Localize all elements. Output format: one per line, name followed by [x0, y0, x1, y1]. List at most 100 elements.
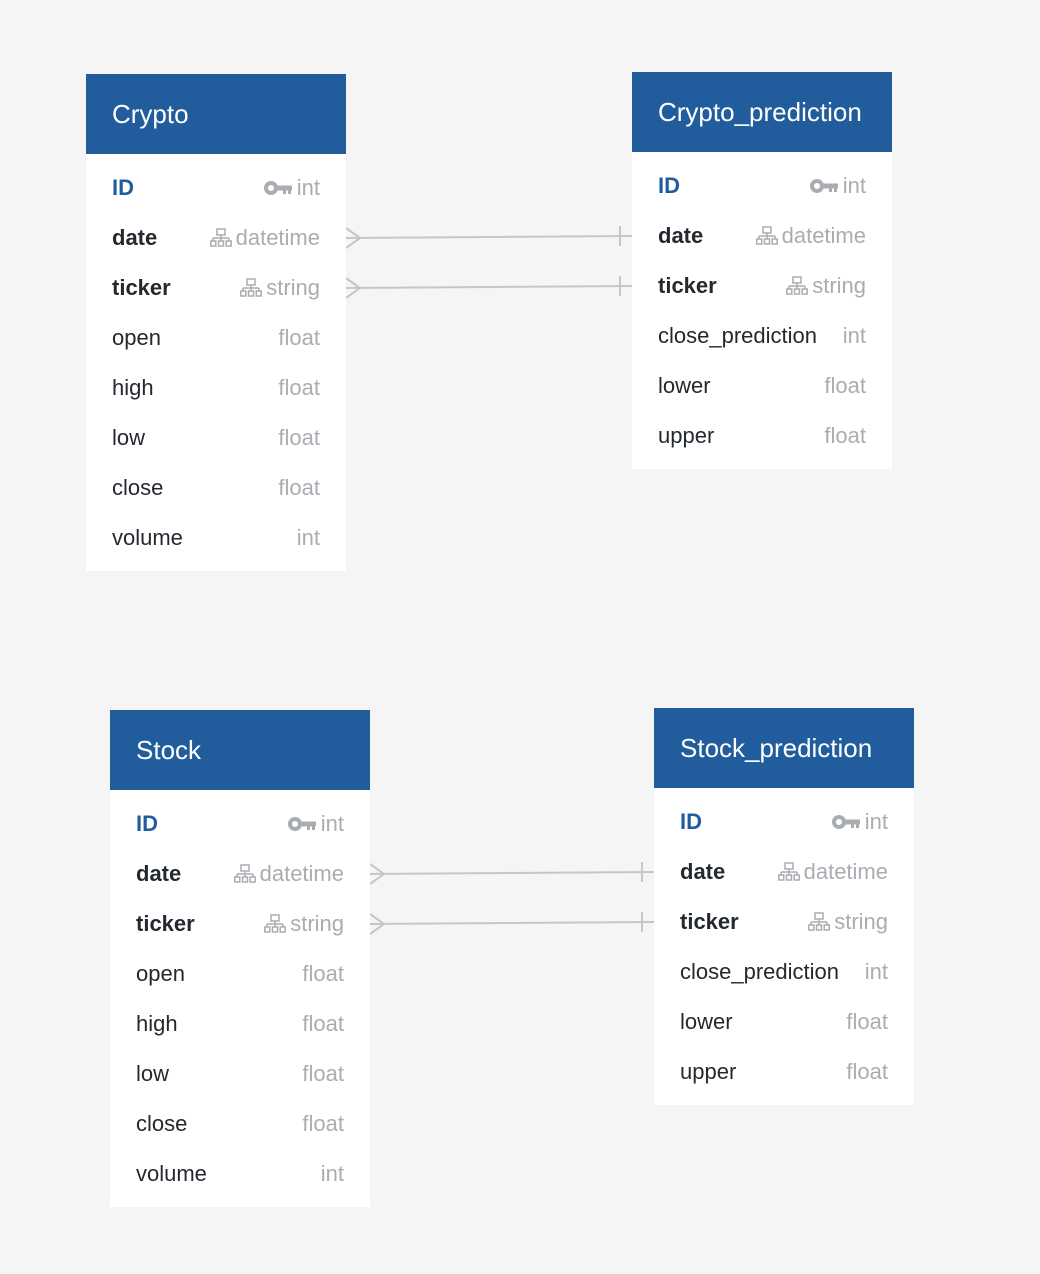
column-name: date — [680, 859, 726, 884]
column-type: datetime — [777, 859, 888, 885]
primary-key-icon — [809, 178, 839, 194]
column-type: int — [263, 175, 320, 201]
column-type-label: float — [302, 961, 344, 986]
column-type-label: datetime — [259, 861, 344, 886]
column-type-label: float — [302, 1011, 344, 1036]
column-name: low — [112, 425, 146, 450]
column-name: ticker — [136, 911, 195, 936]
column-type: float — [302, 1111, 344, 1137]
column-type: datetime — [755, 223, 866, 249]
column-name: date — [112, 225, 158, 250]
column-name: close — [112, 475, 164, 500]
primary-key-icon — [287, 816, 317, 832]
column-type: float — [278, 375, 320, 401]
column-type: int — [297, 525, 320, 551]
column-type-label: float — [824, 423, 866, 448]
column-row-volume[interactable]: volume int — [86, 513, 346, 563]
column-type: datetime — [209, 225, 320, 251]
table-title: Crypto_prediction — [658, 96, 862, 127]
column-row-lower[interactable]: lower float — [654, 997, 914, 1047]
column-type-label: float — [278, 425, 320, 450]
column-type: float — [824, 423, 866, 449]
column-type-label: datetime — [803, 859, 888, 884]
column-type: float — [846, 1059, 888, 1085]
relationship-line-stock-date[interactable] — [369, 871, 655, 875]
column-name: close_prediction — [680, 959, 839, 984]
column-name: volume — [112, 525, 183, 550]
column-row-date[interactable]: date datetime — [654, 847, 914, 897]
column-name: open — [112, 325, 161, 350]
column-name: ticker — [680, 909, 739, 934]
column-type-label: int — [296, 525, 320, 550]
relation-icon — [240, 278, 263, 298]
column-name: lower — [658, 373, 711, 398]
column-row-ticker[interactable]: ticker string — [632, 261, 892, 311]
column-name: low — [136, 1061, 170, 1086]
column-row-close[interactable]: close float — [86, 463, 346, 513]
column-type-label: string — [812, 273, 866, 298]
table-title: Stock_prediction — [680, 732, 873, 763]
column-type-label: string — [290, 911, 344, 936]
relationship-line-stock-ticker[interactable] — [369, 921, 655, 925]
relation-icon — [786, 276, 809, 296]
column-name: date — [658, 223, 704, 248]
table-header[interactable]: Stock — [110, 710, 370, 790]
relationship-line-crypto-ticker[interactable] — [345, 285, 633, 289]
column-type: string — [786, 273, 866, 299]
relationship-line-crypto-date[interactable] — [345, 235, 633, 239]
column-type: string — [808, 909, 888, 935]
many-end-crow-foot — [369, 863, 386, 885]
column-name: ID — [136, 811, 158, 836]
column-name: ticker — [658, 273, 717, 298]
column-type: float — [846, 1009, 888, 1035]
relation-icon — [264, 914, 287, 934]
column-type: float — [278, 475, 320, 501]
column-type-label: datetime — [781, 223, 866, 248]
table-title: Stock — [136, 734, 202, 765]
column-type-label: int — [842, 173, 866, 198]
column-type-label: int — [864, 959, 888, 984]
column-row-date[interactable]: date datetime — [86, 213, 346, 263]
column-row-low[interactable]: low float — [86, 413, 346, 463]
table-header[interactable]: Stock_prediction — [654, 708, 914, 788]
primary-key-icon — [263, 180, 293, 196]
column-row-date[interactable]: date datetime — [632, 211, 892, 261]
table-title: Crypto — [112, 98, 189, 129]
table-header[interactable]: Crypto_prediction — [632, 72, 892, 152]
column-type-label: float — [846, 1009, 888, 1034]
column-type: string — [240, 275, 320, 301]
column-type-label: float — [302, 1111, 344, 1136]
column-row-ticker[interactable]: ticker string — [86, 263, 346, 313]
column-type-label: datetime — [235, 225, 320, 250]
column-row-ticker[interactable]: ticker string — [654, 897, 914, 947]
relation-icon — [755, 226, 778, 246]
column-type: int — [809, 173, 866, 199]
column-name: ticker — [112, 275, 171, 300]
table-header[interactable]: Crypto — [86, 74, 346, 154]
column-row-close-prediction[interactable]: close_prediction int — [654, 947, 914, 997]
column-name: lower — [680, 1009, 733, 1034]
column-type: float — [302, 961, 344, 987]
column-row-ticker[interactable]: ticker string — [110, 899, 370, 949]
